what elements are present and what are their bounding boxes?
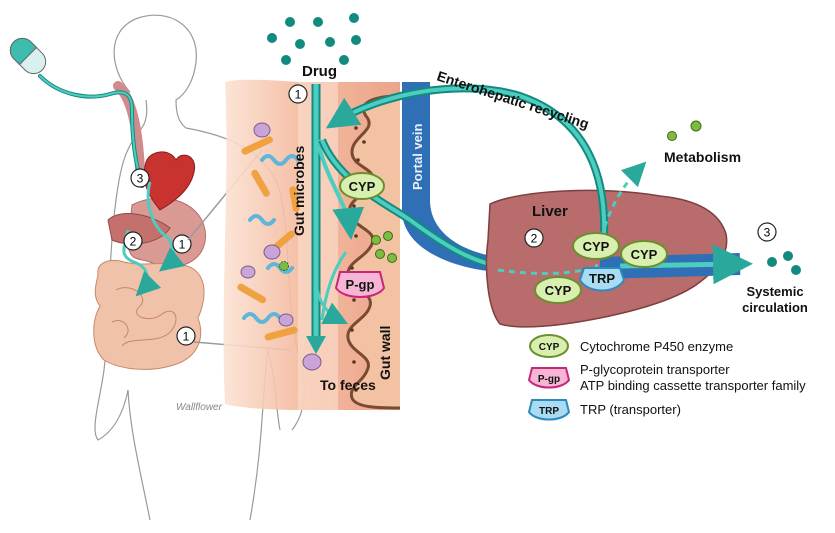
systemic-step-3: 3 <box>757 222 777 242</box>
svg-text:P-gp: P-gp <box>538 374 560 385</box>
gut-microbes-label: Gut microbes <box>291 146 307 236</box>
liver-trp-badge: TRP <box>578 267 626 292</box>
legend-item-cyp: CYP Cytochrome P450 enzyme <box>529 334 733 358</box>
body-step-3: 3 <box>130 168 150 188</box>
gut-pgp-badge: P-gp <box>334 271 386 298</box>
svg-text:2: 2 <box>531 232 538 246</box>
svg-text:1: 1 <box>183 330 190 344</box>
drug-label: Drug <box>302 63 337 80</box>
body-step-1-lower: 1 <box>176 326 196 346</box>
liver-step-2: 2 <box>524 228 544 248</box>
capsule-pill-icon <box>9 37 47 75</box>
systemic-label-1: Systemic <box>746 284 803 299</box>
gut-wall-label: Gut wall <box>377 326 393 380</box>
enterohepatic-label: Enterohepatic recycling <box>435 68 591 132</box>
svg-text:3: 3 <box>137 172 144 186</box>
drug-molecules <box>267 13 361 65</box>
liver-cyp-badge-top: CYP <box>572 232 620 260</box>
gut-villi <box>346 94 401 410</box>
intestines <box>93 260 205 370</box>
gut-microbes <box>237 122 335 371</box>
svg-text:TRP: TRP <box>539 406 559 417</box>
svg-text:TRP: TRP <box>589 271 615 286</box>
gut-step-1: 1 <box>288 84 308 104</box>
svg-text:Cytochrome P450 enzyme: Cytochrome P450 enzyme <box>580 339 733 354</box>
legend: CYP Cytochrome P450 enzyme P-gp P-glycop… <box>527 334 806 421</box>
svg-text:CYP: CYP <box>583 239 610 254</box>
systemic-molecules <box>767 251 801 275</box>
heart <box>143 151 196 211</box>
svg-text:1: 1 <box>179 238 186 252</box>
metabolism-molecules <box>667 120 702 141</box>
gut-metabolites <box>371 231 397 263</box>
artist-signature: Wallflower <box>176 402 223 413</box>
portal-vein <box>402 82 500 272</box>
liver-cyp-badge-left: CYP <box>534 276 582 304</box>
liver-label: Liver <box>532 203 568 220</box>
svg-text:ATP binding cassette transport: ATP binding cassette transporter family <box>580 378 806 393</box>
svg-text:TRP (transporter): TRP (transporter) <box>580 402 681 417</box>
portal-vein-label: Portal vein <box>410 123 425 190</box>
metabolism-label: Metabolism <box>664 149 741 165</box>
svg-text:CYP: CYP <box>631 247 658 262</box>
body-step-2: 2 <box>123 231 143 251</box>
svg-text:3: 3 <box>764 226 771 240</box>
svg-text:P-glycoprotein transporter: P-glycoprotein transporter <box>580 362 730 377</box>
svg-text:CYP: CYP <box>539 342 560 353</box>
liver-cyp-badge-right: CYP <box>620 240 668 268</box>
legend-item-trp: TRP TRP (transporter) <box>527 399 681 421</box>
body-step-1-upper: 1 <box>172 234 192 254</box>
svg-text:1: 1 <box>295 88 302 102</box>
svg-text:CYP: CYP <box>545 283 572 298</box>
gut-cyp-badge: CYP <box>339 172 385 200</box>
systemic-label-2: circulation <box>742 300 808 315</box>
legend-item-pgp: P-gp P-glycoprotein transporter ATP bind… <box>527 362 806 393</box>
svg-text:CYP: CYP <box>349 179 376 194</box>
svg-text:P-gp: P-gp <box>346 277 375 292</box>
to-feces-label: To feces <box>320 377 376 393</box>
svg-text:2: 2 <box>130 235 137 249</box>
body-drug-path <box>38 74 144 188</box>
